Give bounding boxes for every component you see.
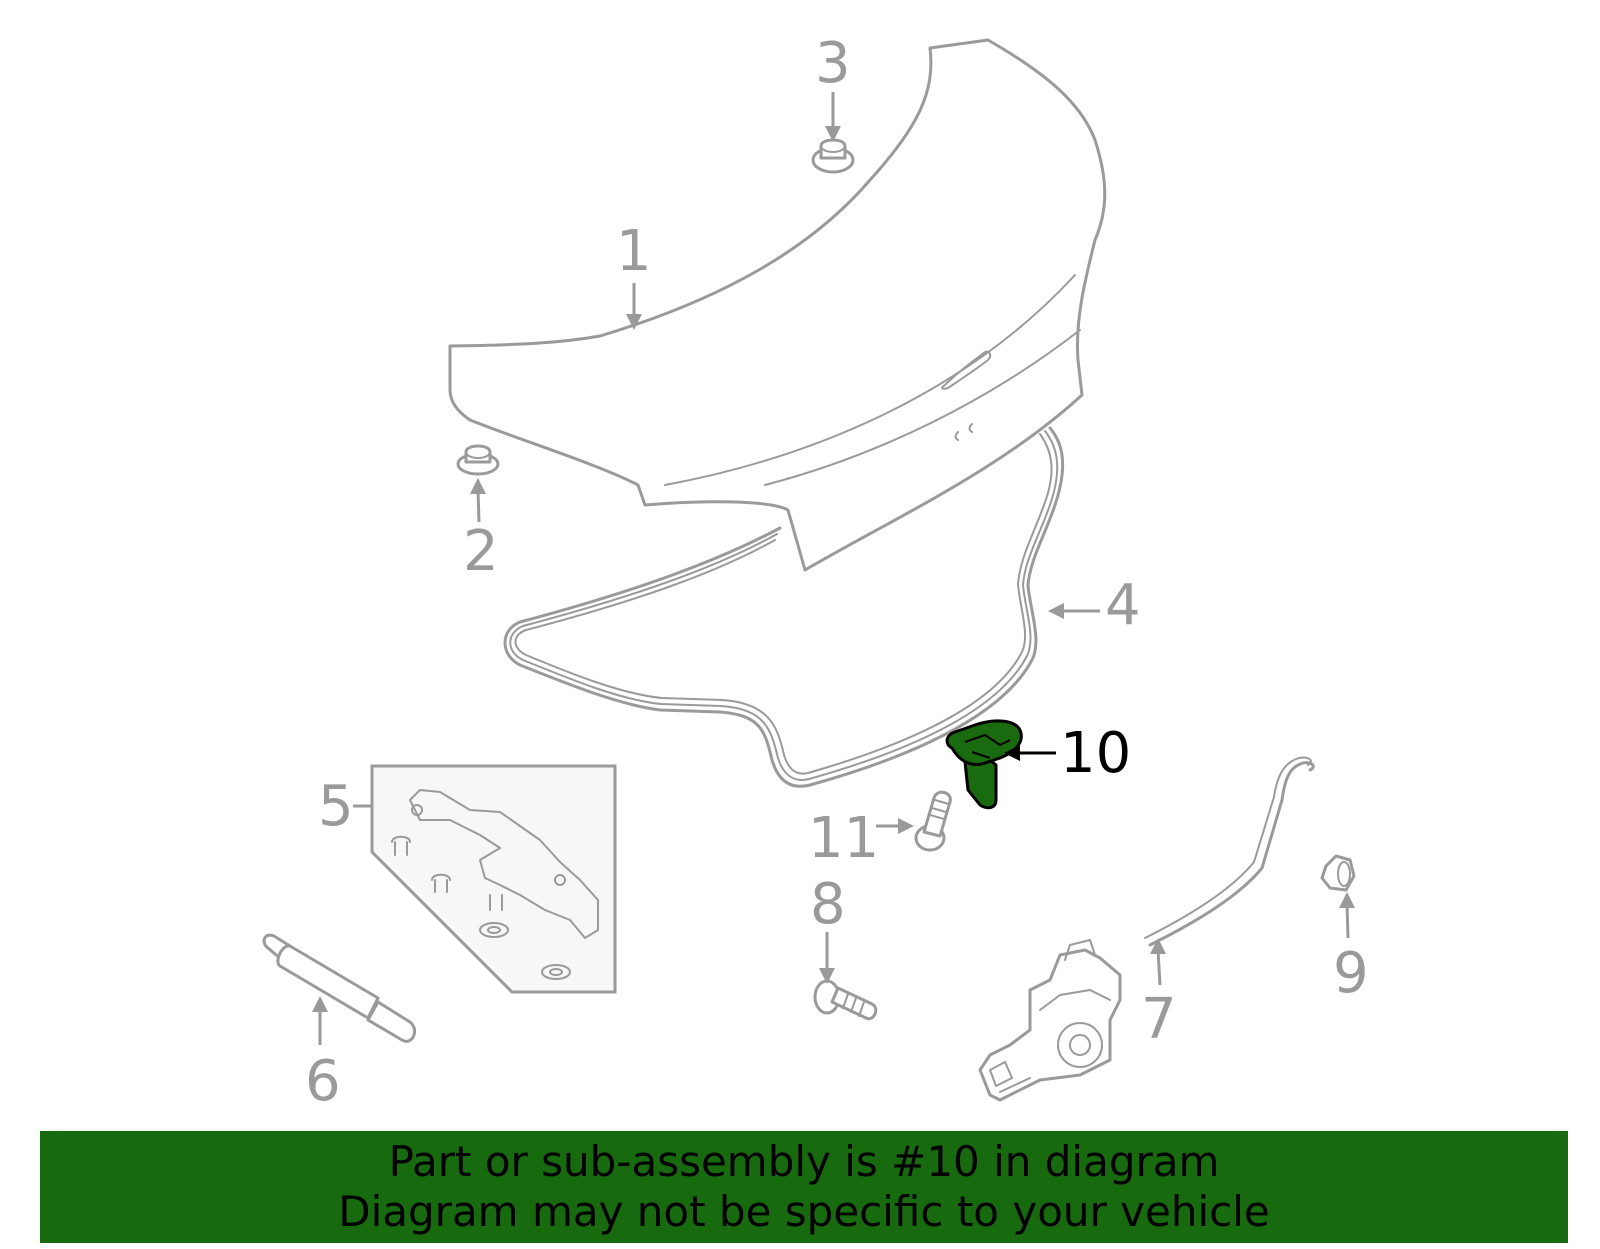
part-9-nut — [1320, 854, 1356, 892]
part-7-lock-latch — [978, 756, 1315, 1102]
callout-11: 11 — [808, 806, 879, 871]
info-banner: Part or sub-assembly is #10 in diagram D… — [40, 1131, 1568, 1243]
callout-1: 1 — [616, 219, 652, 284]
callout-10: 10 — [1060, 721, 1131, 786]
part-3-clip — [811, 138, 855, 174]
part-5-hinge-kit — [370, 764, 617, 994]
callout-2: 2 — [463, 519, 499, 584]
part-8-bolt — [813, 979, 878, 1021]
callout-5: 5 — [318, 774, 354, 839]
part-11-bolt — [914, 790, 952, 852]
part-2-bumper — [456, 444, 500, 476]
part-4-weatherstrip — [503, 426, 1065, 788]
callout-6: 6 — [305, 1049, 341, 1114]
part-1-trunk-lid — [448, 38, 1107, 572]
banner-line-part-number: Part or sub-assembly is #10 in diagram — [388, 1137, 1220, 1186]
part-6-support-strut — [262, 933, 416, 1043]
callout-9: 9 — [1333, 941, 1369, 1006]
banner-line-disclaimer: Diagram may not be specific to your vehi… — [338, 1187, 1270, 1236]
callout-4: 4 — [1105, 573, 1141, 638]
callout-arrows — [312, 92, 1355, 1045]
callout-3: 3 — [815, 31, 851, 96]
callout-8: 8 — [810, 872, 846, 937]
callout-7: 7 — [1141, 987, 1177, 1052]
part-10-striker-highlighted — [945, 719, 1023, 810]
